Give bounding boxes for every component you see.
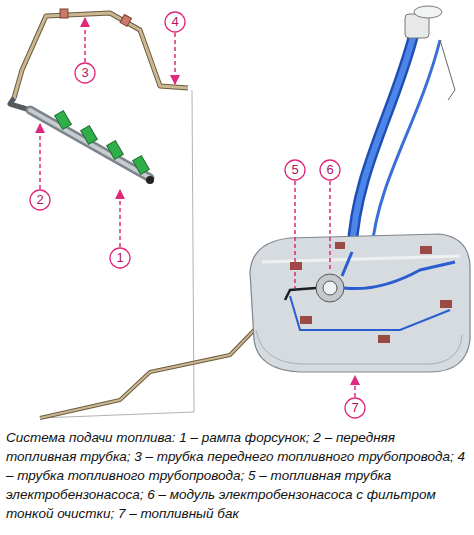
- injector-rail: [30, 110, 150, 178]
- tube-clip: [120, 15, 131, 27]
- leader-lines: [40, 18, 355, 397]
- callout-number: 4: [165, 12, 185, 32]
- vent-line: [342, 252, 352, 276]
- callout-circles: [30, 12, 365, 418]
- figure-caption: Система подачи топлива: 1 – рампа форсун…: [6, 428, 468, 523]
- callout-number: 1: [110, 248, 130, 268]
- callout-number: 3: [75, 63, 95, 83]
- tank-highlight: [262, 256, 460, 262]
- filler-neck: [405, 6, 455, 100]
- pump-module: [316, 274, 344, 302]
- callout-number: 7: [345, 398, 365, 418]
- callout-number: 6: [320, 160, 340, 180]
- tank-pads: [290, 242, 452, 343]
- fuel-tube: [14, 13, 188, 98]
- injectors: [55, 111, 154, 184]
- fuel-line: [40, 300, 285, 418]
- injector-rail: [30, 110, 150, 178]
- vent-pipe: [372, 40, 440, 248]
- callout-number: 2: [30, 190, 50, 210]
- fuel-tank: [250, 234, 470, 372]
- callout-number: 5: [285, 160, 305, 180]
- vent-line: [344, 262, 455, 289]
- fuel-line: [40, 300, 285, 418]
- vent-line: [290, 296, 450, 330]
- fuel-tube: [14, 13, 188, 98]
- pump-module: [323, 281, 337, 295]
- tank-seam: [256, 330, 462, 364]
- tube-clip: [60, 9, 68, 18]
